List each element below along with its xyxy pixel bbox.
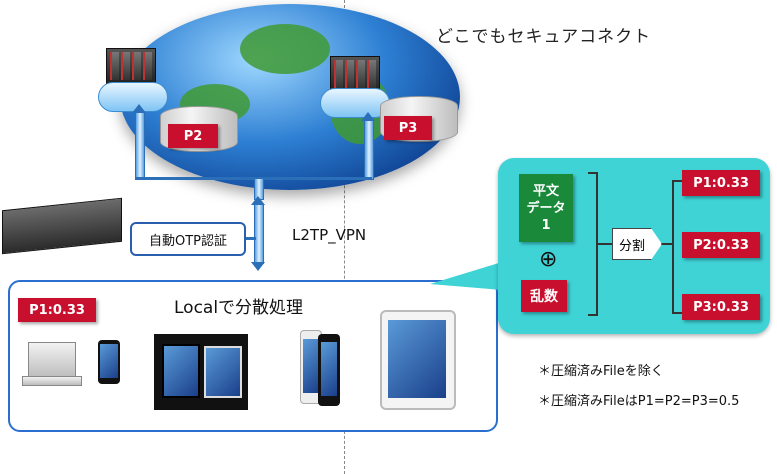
vpn-label: L2TP_VPN (292, 226, 367, 244)
arrow-up-icon (251, 196, 265, 205)
brace-right (672, 180, 682, 314)
plaintext-line: データ (526, 200, 566, 216)
connection-pipe (364, 120, 374, 180)
brace-stem (662, 243, 672, 245)
connection-line (244, 237, 256, 240)
note-line: ＊圧縮済みFileを除く (538, 364, 664, 379)
diagram-title: どこでもセキュアコネクト (436, 27, 652, 47)
laptop-icon (28, 342, 76, 378)
plaintext-line: 1 (541, 217, 551, 233)
server-icon (106, 48, 156, 84)
split-arrow: 分割 (612, 228, 662, 260)
iphone-icon (318, 334, 340, 406)
local-title: Localで分散処理 (174, 298, 304, 318)
dashed-divider (344, 0, 345, 474)
arrow-down-icon (251, 262, 265, 271)
tablets-photo (154, 334, 248, 410)
ipad-icon (380, 310, 456, 410)
random-flag: 乱数 (521, 280, 567, 312)
connection-pipe (135, 112, 145, 180)
part-flag-p3: P3:0.33 (682, 294, 760, 320)
server-icon (330, 56, 380, 92)
plaintext-line: 平文 (532, 183, 559, 199)
plaintext-document: 平文 データ 1 (519, 174, 573, 242)
landmass (240, 24, 330, 74)
smartphone-icon (98, 340, 120, 384)
laptop-base (22, 376, 82, 386)
vpn-appliance-image (2, 197, 122, 255)
p3-flag: P3 (384, 116, 432, 140)
xor-symbol: ⊕ (539, 247, 558, 272)
p2-flag: P2 (168, 124, 218, 148)
note-line: ＊圧縮済みFileはP1=P2=P3=0.5 (538, 394, 740, 409)
arrow-up-icon (132, 104, 146, 113)
connection-pipe (254, 204, 264, 264)
p1-flag: P1:0.33 (18, 298, 96, 322)
brace-stem (596, 243, 612, 245)
otp-auth-box: 自動OTP認証 (130, 222, 246, 256)
globe-image (120, 4, 460, 190)
arrow-up-icon (361, 112, 375, 121)
part-flag-p2: P2:0.33 (682, 232, 760, 258)
callout-tail (430, 262, 502, 290)
part-flag-p1: P1:0.33 (682, 170, 760, 196)
